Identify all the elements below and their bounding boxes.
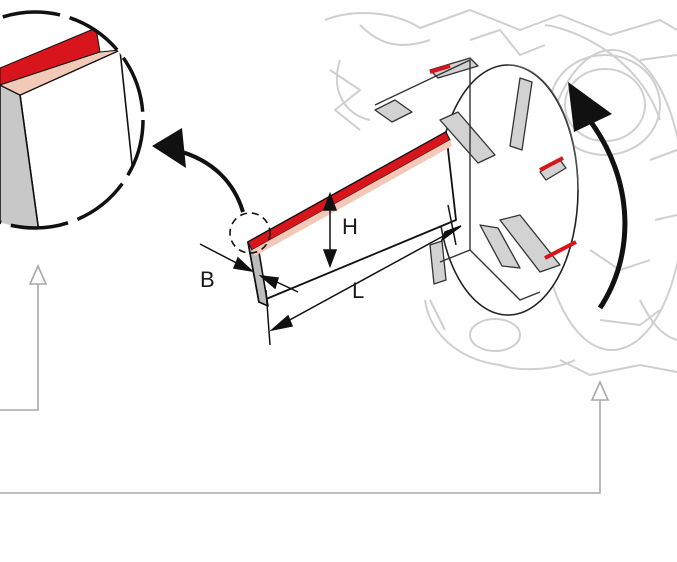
rotation-arrow (568, 82, 628, 310)
length-extension-right (447, 204, 457, 246)
vane-slot-left (374, 99, 413, 123)
vane-upper (439, 111, 496, 164)
vane-lower (479, 224, 521, 269)
height-arrow-bottom (322, 249, 338, 269)
callout-arrow-left (28, 264, 48, 285)
callout-lines (0, 264, 610, 494)
width-label: B (200, 267, 215, 292)
length-label: L (352, 278, 364, 303)
width-arrow-right (258, 274, 279, 290)
length-extension-left (265, 289, 271, 346)
magnified-detail (0, 10, 145, 230)
length-dimension-line (274, 227, 459, 329)
width-arrow-left (232, 256, 255, 273)
height-label: H (342, 214, 358, 239)
rotor-vanes (374, 57, 567, 285)
vane-upper-right (509, 77, 533, 151)
zoom-lens-circle (0, 10, 145, 230)
length-arrow-right (440, 225, 462, 243)
length-arrow-left (269, 314, 294, 332)
height-arrow-top (322, 191, 338, 211)
callout-line-left (0, 272, 39, 411)
vane-blade (247, 131, 457, 307)
callout-arrow-right (590, 380, 610, 401)
pump-housing-ghost (324, 9, 677, 376)
callout-line-right (0, 388, 601, 494)
vane-slot-low (429, 240, 447, 285)
dimension-lines (199, 191, 462, 346)
rotor-vane-red-tips (429, 64, 577, 260)
detail-marker-circle (229, 212, 271, 254)
magnify-arrow (152, 128, 245, 213)
blade-light-edge (252, 140, 452, 256)
rotor-disc (437, 64, 579, 316)
